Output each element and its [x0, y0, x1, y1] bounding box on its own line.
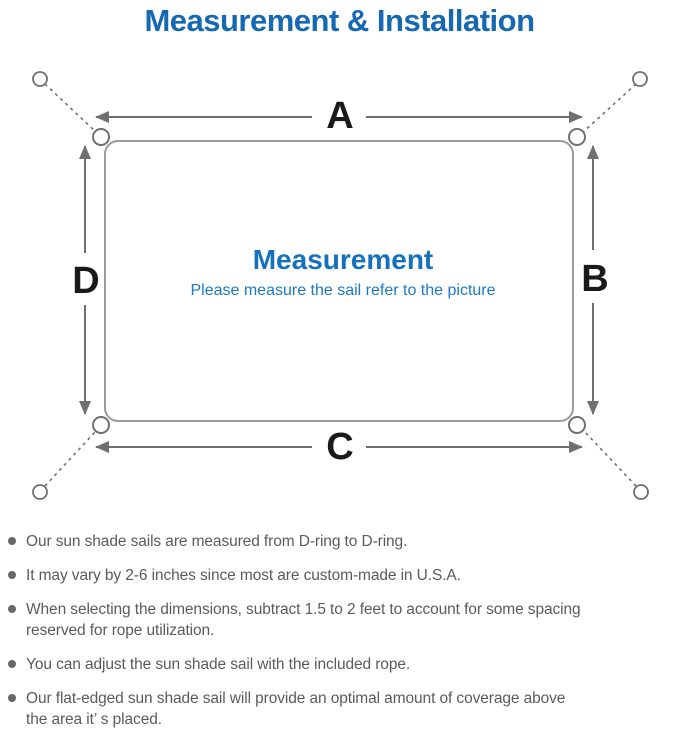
note-text: Our sun shade sails are measured from D-…	[26, 533, 408, 550]
bullet-icon	[8, 571, 16, 579]
bullet-icon	[8, 537, 16, 545]
note-item: It may vary by 2-6 inches since most are…	[8, 565, 673, 586]
diagram-center-subtitle: Please measure the sail refer to the pic…	[190, 282, 495, 299]
note-text: Our flat-edged sun shade sail will provi…	[26, 690, 566, 728]
note-text: It may vary by 2-6 inches since most are…	[26, 567, 461, 584]
dimension-label-c: C	[326, 426, 353, 468]
bullet-icon	[8, 660, 16, 668]
note-item: Our sun shade sails are measured from D-…	[8, 531, 673, 552]
d-ring-bottom-right	[568, 416, 586, 434]
d-ring-bottom-left	[92, 416, 110, 434]
dimension-label-d: D	[72, 260, 99, 302]
measurement-diagram-svg: A B C D Measurement Please measure the s…	[32, 71, 649, 500]
note-text: When selecting the dimensions, subtract …	[26, 601, 581, 639]
note-item: You can adjust the sun shade sail with t…	[8, 654, 673, 675]
rope-dashed-top-left	[44, 83, 98, 134]
diagram-center-title: Measurement	[253, 244, 434, 275]
measurement-diagram: A B C D Measurement Please measure the s…	[0, 45, 679, 505]
rope-dashed-top-right	[581, 83, 637, 134]
rope-dashed-bottom-left	[44, 430, 97, 487]
rope-dashed-bottom-right	[583, 430, 637, 487]
bullet-icon	[8, 605, 16, 613]
anchor-point-top-right	[632, 71, 648, 87]
dimension-label-a: A	[326, 95, 353, 137]
shade-sail-outline	[104, 140, 574, 422]
bullet-icon	[8, 694, 16, 702]
note-item: When selecting the dimensions, subtract …	[8, 599, 673, 641]
d-ring-top-left	[92, 128, 110, 146]
note-item: Our flat-edged sun shade sail will provi…	[8, 688, 673, 730]
notes-list: Our sun shade sails are measured from D-…	[8, 531, 673, 739]
anchor-point-bottom-right	[633, 484, 649, 500]
d-ring-top-right	[568, 128, 586, 146]
dimension-label-b: B	[581, 258, 608, 300]
anchor-point-bottom-left	[32, 484, 48, 500]
anchor-point-top-left	[32, 71, 48, 87]
note-text: You can adjust the sun shade sail with t…	[26, 656, 411, 673]
page-title: Measurement & Installation	[144, 3, 535, 38]
